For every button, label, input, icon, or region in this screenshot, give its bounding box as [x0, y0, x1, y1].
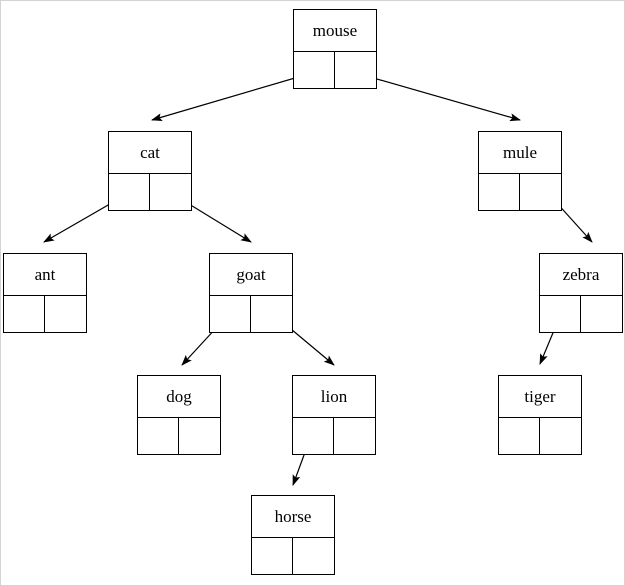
node-label-cat: cat — [109, 132, 191, 174]
tree-node-horse[interactable]: horse — [251, 495, 335, 575]
node-pointer-cells-ant — [4, 296, 86, 332]
node-pointer-cells-dog — [138, 418, 220, 454]
node-left-pointer-zebra[interactable] — [540, 296, 581, 332]
node-pointer-cells-mouse — [294, 52, 376, 88]
node-label-horse: horse — [252, 496, 334, 538]
node-right-pointer-mouse[interactable] — [335, 52, 376, 88]
node-pointer-cells-zebra — [540, 296, 622, 332]
node-label-goat: goat — [210, 254, 292, 296]
node-pointer-cells-tiger — [499, 418, 581, 454]
node-label-dog: dog — [138, 376, 220, 418]
node-left-pointer-mouse[interactable] — [294, 52, 335, 88]
node-right-pointer-ant[interactable] — [45, 296, 86, 332]
node-left-pointer-horse[interactable] — [252, 538, 293, 574]
node-pointer-cells-lion — [293, 418, 375, 454]
tree-node-cat[interactable]: cat — [108, 131, 192, 211]
tree-node-zebra[interactable]: zebra — [539, 253, 623, 333]
tree-node-ant[interactable]: ant — [3, 253, 87, 333]
node-label-zebra: zebra — [540, 254, 622, 296]
node-left-pointer-mule[interactable] — [479, 174, 520, 210]
node-right-pointer-horse[interactable] — [293, 538, 334, 574]
tree-node-dog[interactable]: dog — [137, 375, 221, 455]
node-label-ant: ant — [4, 254, 86, 296]
node-left-pointer-cat[interactable] — [109, 174, 150, 210]
node-pointer-cells-mule — [479, 174, 561, 210]
node-left-pointer-tiger[interactable] — [499, 418, 540, 454]
node-pointer-cells-horse — [252, 538, 334, 574]
tree-edge-mouse-left-cat — [151, 72, 313, 122]
node-label-lion: lion — [293, 376, 375, 418]
node-left-pointer-lion[interactable] — [293, 418, 334, 454]
node-right-pointer-mule[interactable] — [520, 174, 561, 210]
node-right-pointer-tiger[interactable] — [540, 418, 581, 454]
node-left-pointer-goat[interactable] — [210, 296, 251, 332]
node-left-pointer-ant[interactable] — [4, 296, 45, 332]
node-label-mouse: mouse — [294, 10, 376, 52]
tree-node-tiger[interactable]: tiger — [498, 375, 582, 455]
tree-node-lion[interactable]: lion — [292, 375, 376, 455]
tree-node-mouse[interactable]: mouse — [293, 9, 377, 89]
tree-node-mule[interactable]: mule — [478, 131, 562, 211]
node-left-pointer-dog[interactable] — [138, 418, 179, 454]
node-label-mule: mule — [479, 132, 561, 174]
tree-node-goat[interactable]: goat — [209, 253, 293, 333]
node-pointer-cells-cat — [109, 174, 191, 210]
node-right-pointer-goat[interactable] — [251, 296, 292, 332]
node-right-pointer-dog[interactable] — [179, 418, 220, 454]
node-label-tiger: tiger — [499, 376, 581, 418]
node-right-pointer-cat[interactable] — [150, 174, 191, 210]
tree-edge-mouse-right-mule — [355, 72, 521, 122]
node-right-pointer-lion[interactable] — [334, 418, 375, 454]
node-right-pointer-zebra[interactable] — [581, 296, 622, 332]
node-pointer-cells-goat — [210, 296, 292, 332]
